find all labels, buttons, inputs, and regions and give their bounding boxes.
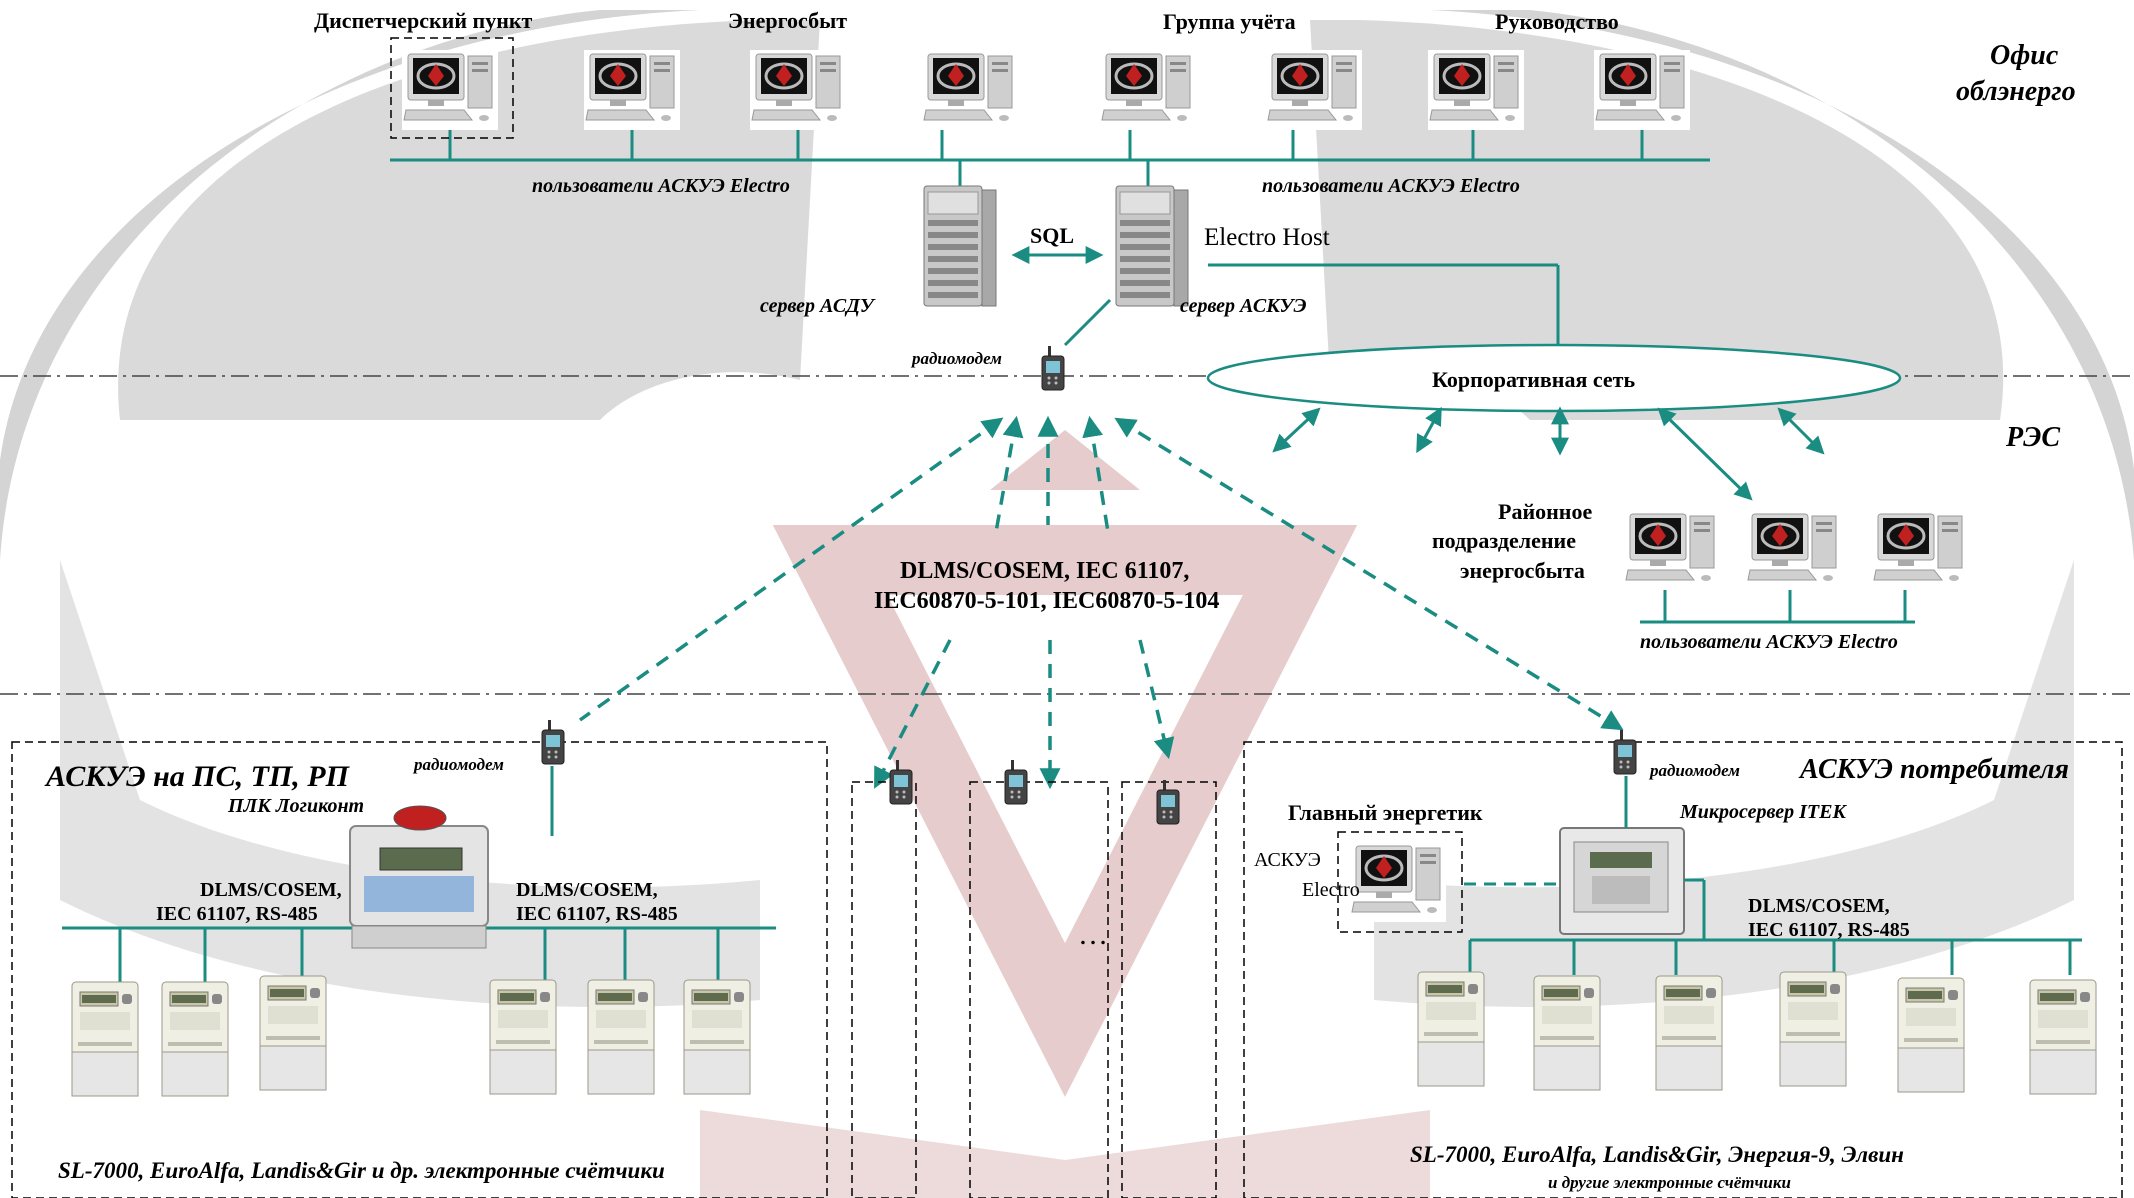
office-network	[390, 130, 1710, 347]
label-protocols-2: IEC60870-5-101, IEC60870-5-104	[874, 588, 1219, 614]
label-micro-server: Микросервер ITEK	[1679, 801, 1847, 823]
radiomodem-icon[interactable]	[1041, 345, 1065, 391]
right-zone-frame	[1243, 741, 2123, 1198]
label-management: Руководство	[1495, 9, 1619, 34]
electricity-meter-icon[interactable]	[2029, 979, 2097, 1095]
dispatch-frame	[390, 37, 514, 139]
left-zone-frame	[11, 741, 828, 1198]
electricity-meter-icon[interactable]	[587, 979, 655, 1095]
label-left-proto-b1: DLMS/COSEM,	[516, 879, 658, 901]
workstation-icon[interactable]	[1098, 48, 1198, 132]
electricity-meter-icon[interactable]	[1655, 975, 1723, 1091]
electricity-meter-icon[interactable]	[1779, 971, 1847, 1087]
radio-links	[578, 415, 1624, 790]
label-energosbyt: Энергосбыт	[728, 8, 847, 33]
label-right-meters: SL-7000, EuroAlfa, Landis&Gir, Энергия-9…	[1410, 1142, 1904, 1167]
microserver-icon[interactable]	[1559, 827, 1685, 935]
corp-net-arrows	[1272, 406, 1825, 501]
label-left-proto-b2: IEC 61107, RS-485	[516, 903, 678, 925]
workstation-icon[interactable]	[1592, 48, 1692, 132]
workstation-icon[interactable]	[1870, 508, 1970, 592]
label-chief-engineer: Главный энергетик	[1288, 800, 1483, 825]
label-district-3: энергосбыта	[1460, 558, 1585, 583]
workstation-icon[interactable]	[1622, 508, 1722, 592]
label-corp-net: Корпоративная сеть	[1432, 367, 1635, 392]
label-res: РЭС	[2005, 422, 2060, 453]
label-right-zone: АСКУЭ потребителя	[1798, 754, 2069, 785]
workstation-icon[interactable]	[400, 48, 500, 132]
electricity-meter-icon[interactable]	[1533, 975, 1601, 1091]
label-users-left: пользователи АСКУЭ Electro	[532, 175, 790, 197]
radiomodem-icon[interactable]	[1613, 729, 1637, 775]
label-askue-1: АСКУЭ	[1254, 849, 1321, 871]
label-district-2: подразделение	[1432, 528, 1576, 553]
workstation-icon[interactable]	[1348, 840, 1448, 924]
label-server-askue: сервер АСКУЭ	[1180, 295, 1306, 317]
label-users-district: пользователи АСКУЭ Electro	[1640, 631, 1898, 653]
label-left-meters: SL-7000, EuroAlfa, Landis&Gir и др. элек…	[58, 1158, 665, 1183]
district-network	[1640, 590, 1915, 624]
server-asdu-icon[interactable]	[923, 185, 997, 307]
remote-objects	[851, 781, 1217, 1198]
label-right-meters-sub: и другие электронные счётчики	[1548, 1173, 1791, 1192]
label-left-zone: АСКУЭ на ПС, ТП, РП	[44, 760, 351, 793]
workstation-icon[interactable]	[1264, 48, 1364, 132]
plc-controller-icon[interactable]	[349, 805, 489, 949]
label-electro-host: Electro Host	[1204, 224, 1330, 251]
label-left-proto-a2: IEC 61107, RS-485	[156, 903, 318, 925]
electricity-meter-icon[interactable]	[161, 981, 229, 1097]
label-plc: ПЛК Логиконт	[227, 795, 364, 817]
radiomodem-icon[interactable]	[541, 719, 565, 765]
label-left-proto-a1: DLMS/COSEM,	[200, 879, 342, 901]
electricity-meter-icon[interactable]	[1897, 977, 1965, 1093]
server-askue-icon[interactable]	[1115, 185, 1189, 307]
electricity-meter-icon[interactable]	[259, 975, 327, 1091]
label-users-right: пользователи АСКУЭ Electro	[1262, 175, 1520, 197]
chief-engineer-frame	[1337, 831, 1463, 933]
label-dots: …	[1078, 918, 1108, 951]
workstation-icon[interactable]	[582, 48, 682, 132]
label-right-proto-1: DLMS/COSEM,	[1748, 895, 1890, 917]
label-protocols-1: DLMS/COSEM, IEC 61107,	[900, 558, 1189, 584]
label-office-1: Офис	[1990, 40, 2059, 71]
label-sql: SQL	[1030, 223, 1074, 248]
electricity-meter-icon[interactable]	[489, 979, 557, 1095]
radiomodem-icon[interactable]	[1004, 759, 1028, 805]
label-office-2: облэнерго	[1956, 76, 2076, 107]
workstation-icon[interactable]	[1744, 508, 1844, 592]
workstation-icon[interactable]	[748, 48, 848, 132]
workstation-icon[interactable]	[1426, 48, 1526, 132]
label-radiomodem-left: радиомодем	[412, 755, 504, 774]
label-accounting: Группа учёта	[1163, 9, 1296, 34]
electricity-meter-icon[interactable]	[1417, 971, 1485, 1087]
label-dispatch: Диспетчерский пункт	[314, 8, 533, 33]
label-server-asdu: сервер АСДУ	[760, 295, 876, 317]
label-radiomodem-top: радиомодем	[910, 349, 1002, 368]
label-district-1: Районное	[1498, 499, 1592, 524]
label-right-proto-2: IEC 61107, RS-485	[1748, 919, 1910, 941]
electricity-meter-icon[interactable]	[683, 979, 751, 1095]
label-radiomodem-right: радиомодем	[1648, 761, 1740, 780]
label-askue-2: Electro	[1302, 879, 1360, 901]
workstation-icon[interactable]	[920, 48, 1020, 132]
electricity-meter-icon[interactable]	[71, 981, 139, 1097]
right-network	[1468, 776, 2082, 975]
